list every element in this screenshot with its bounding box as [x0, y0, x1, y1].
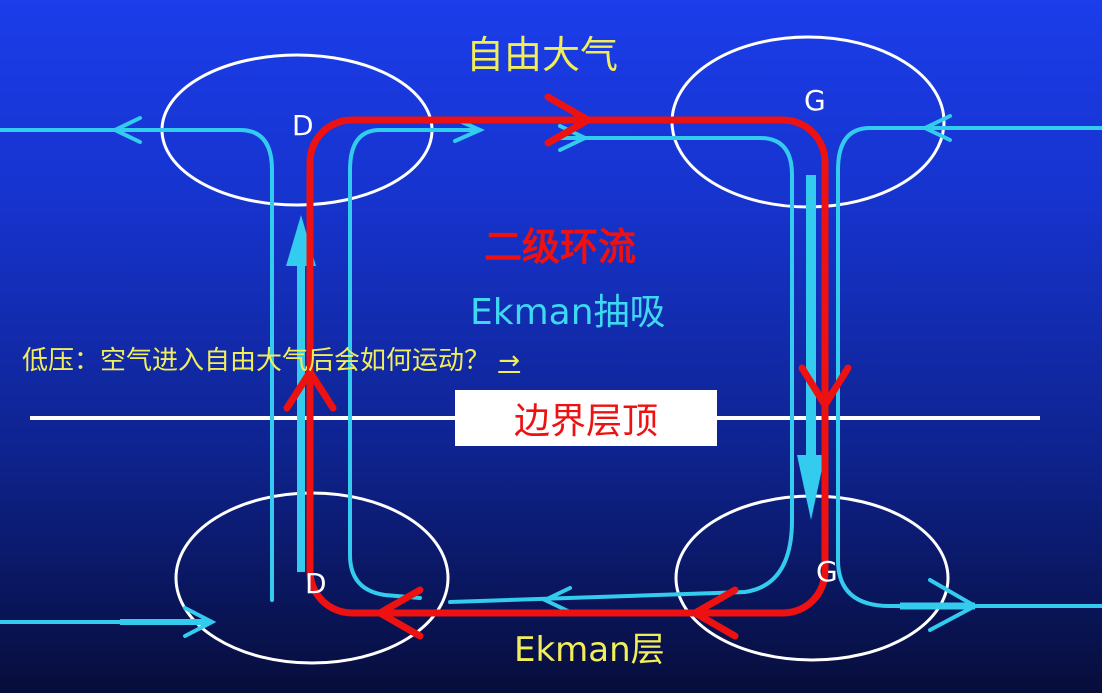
arrow-right-lower-left [183, 606, 217, 638]
upper-middle-flow [448, 136, 794, 604]
upper-flow-left [0, 128, 274, 602]
arrow-left-upper [110, 116, 142, 144]
red-arrow-bottom-right [691, 586, 739, 640]
arrow-left-lower-mid [540, 586, 572, 614]
next-arrow-link[interactable]: → [498, 346, 521, 376]
upper-flow-right [836, 126, 1102, 608]
red-arrow-left [283, 368, 337, 412]
question-label: 低压：空气进入自由大气后会如何运动？ [22, 346, 491, 376]
ekman-pumping-label: Ekman抽吸 [470, 292, 666, 333]
red-arrow-top [544, 93, 592, 147]
boundary-layer-top-box: 边界层顶 [455, 390, 717, 446]
secondary-circulation-label: 二级环流 [484, 225, 637, 269]
red-arrow-right [798, 364, 852, 409]
high-pressure-label-bottom: G [816, 555, 838, 588]
arrow-left-upper-right [920, 114, 952, 142]
ellipse-bottom-right [674, 494, 950, 662]
descent-shaft [806, 175, 816, 460]
descent-arrowhead [797, 455, 825, 520]
ascent-shaft [297, 262, 305, 572]
red-arrow-bottom-left [376, 586, 424, 640]
low-pressure-label-top: D [292, 109, 314, 142]
high-pressure-label-top: G [804, 84, 826, 117]
free-atmosphere-label: 自由大气 [466, 33, 619, 77]
inner-left-flow [348, 128, 482, 600]
secondary-circulation-loop [306, 116, 829, 617]
low-pressure-label-bottom: D [305, 567, 327, 600]
boundary-layer-top-label: 边界层顶 [513, 401, 658, 442]
question-text: 低压：空气进入自由大气后会如何运动？ → [22, 348, 520, 374]
ekman-layer-label: Ekman层 [514, 630, 665, 670]
